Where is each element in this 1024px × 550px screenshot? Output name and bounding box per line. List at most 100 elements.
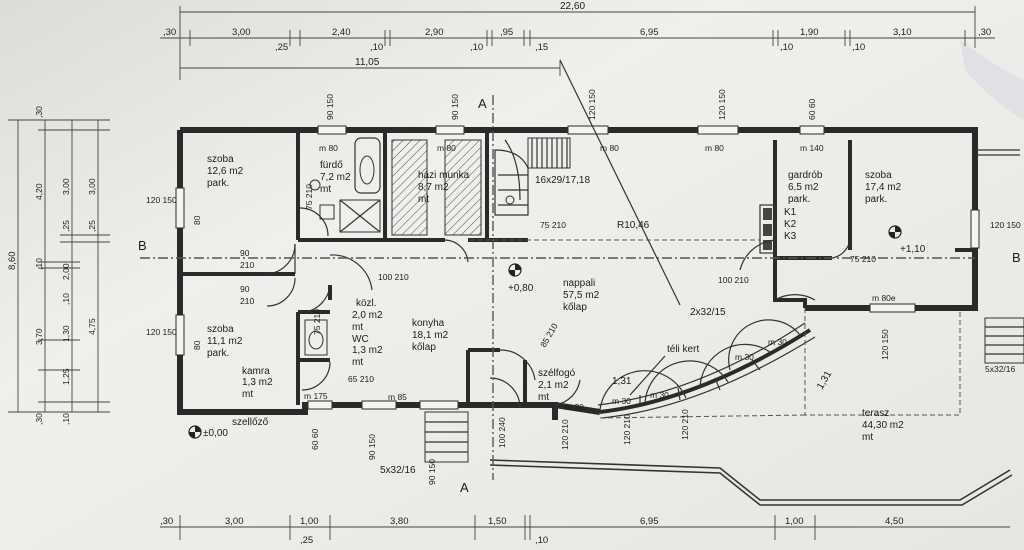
level-bedroom-value: +1,10 xyxy=(900,244,926,255)
room-floor: park. xyxy=(788,194,810,205)
dim-seg: ,25 xyxy=(275,42,288,53)
dim-seg: ,30 xyxy=(163,27,176,38)
room-area: 44,30 m2 xyxy=(862,420,904,431)
bathroom-fixtures xyxy=(309,137,381,233)
dim-seg: ,10 xyxy=(852,42,865,53)
room-name: terasz xyxy=(862,408,889,419)
label-k1: K1 xyxy=(784,207,797,218)
opening-label: 120 150 xyxy=(717,89,727,120)
opening-label: 90 xyxy=(240,284,250,294)
sink xyxy=(319,204,335,220)
dim-seg: 3,70 xyxy=(34,328,44,345)
dim-seg: ,30 xyxy=(160,516,173,527)
room-name: szoba xyxy=(207,324,234,335)
opening-label: 100 240 xyxy=(497,417,507,448)
window-label: m 30 xyxy=(612,396,631,406)
dim-seg: 3,80 xyxy=(390,516,409,527)
dim-left-total: 8,60 xyxy=(7,252,18,271)
window-label: m 80e xyxy=(872,293,896,303)
window-label: m 85 xyxy=(388,392,407,402)
opening-label: 100 210 xyxy=(378,272,409,282)
stair-entrance xyxy=(424,411,469,463)
label-szellozo: szellőző xyxy=(232,417,269,428)
chimney-block xyxy=(759,204,776,254)
dim-seg: ,15 xyxy=(535,42,548,53)
room-wc: WC 1,3 m2 mt xyxy=(352,334,383,368)
room-name: konyha xyxy=(412,318,445,329)
dim-seg: 1,00 xyxy=(785,516,804,527)
room-name: kamra xyxy=(242,366,270,377)
window-label: m 30 xyxy=(768,337,787,347)
label-stair-right: 5x32/16 xyxy=(985,364,1016,374)
dim-seg: ,10 xyxy=(780,42,793,53)
room-name: gardrób xyxy=(788,170,823,181)
opening-label: 75 210 xyxy=(540,220,566,230)
opening-label: 90 xyxy=(240,248,250,258)
dim-seg: ,30 xyxy=(34,106,44,118)
dim-seg: 3,00 xyxy=(87,178,97,195)
window-label: m 175 xyxy=(304,391,328,401)
dim-seg: ,10 xyxy=(61,413,71,425)
room-floor: mt xyxy=(242,389,253,400)
window-label: m 30 xyxy=(565,402,584,412)
dim-seg: ,10 xyxy=(34,258,44,270)
room-kamra: kamra 1,3 m2 mt xyxy=(242,366,273,400)
room-name: szélfogó xyxy=(538,368,576,379)
dim-seg: 1,50 xyxy=(488,516,507,527)
opening-label: 120 150 xyxy=(990,220,1021,230)
winter-garden xyxy=(597,319,816,419)
dim-seg: ,10 xyxy=(370,42,383,53)
opening-label: 90 150 xyxy=(450,94,460,120)
dim-seg: ,30 xyxy=(978,27,991,38)
room-area: 2,0 m2 xyxy=(352,310,383,321)
opening-label: 90 150 xyxy=(427,459,437,485)
label-teli-kert: téli kert xyxy=(667,344,699,355)
wc-fixture xyxy=(304,319,328,356)
room-name: házi munka xyxy=(418,170,470,181)
room-szelfogo: szélfogó 2,1 m2 mt xyxy=(538,368,576,403)
opening-label: 210 xyxy=(240,296,254,306)
dim-seg: ,10 xyxy=(470,42,483,53)
room-area: 7,2 m2 xyxy=(320,172,351,183)
label-arc-dim: 1,31 xyxy=(612,376,632,387)
dim-seg: ,25 xyxy=(61,220,71,232)
room-floor: kőlap xyxy=(563,302,587,313)
dim-seg: ,25 xyxy=(300,535,313,546)
level-markers xyxy=(188,225,902,439)
dim-seg: 2,40 xyxy=(332,27,351,38)
room-gardrob: gardrób 6,5 m2 park. xyxy=(788,170,823,205)
room-area: 11,1 m2 xyxy=(207,336,243,347)
stair-main xyxy=(494,137,571,216)
room-kozl: közl. 2,0 m2 mt xyxy=(352,298,383,333)
dim-seg: ,95 xyxy=(500,27,513,38)
window-label: m 80 xyxy=(705,143,724,153)
opening-labels: 90 150 90 150 120 150 120 150 60 60 120 … xyxy=(146,89,1021,485)
window-labels: m 80 m 80 m 80 m 80 m 140 m 80e m 85 m 1… xyxy=(304,143,896,412)
dim-seg: 1,90 xyxy=(800,27,819,38)
opening-label: 65 210 xyxy=(348,374,374,384)
window-label: m 80 xyxy=(319,143,338,153)
dim-sub: 11,05 xyxy=(355,57,380,68)
room-floor: mt xyxy=(538,392,549,403)
level-main-value: +0,80 xyxy=(508,283,534,294)
opening-label: 100 210 xyxy=(718,275,749,285)
room-floor: park. xyxy=(865,194,887,205)
opening-label: 80 xyxy=(192,340,202,350)
left-dimension-chain: 8,60 ,30 4,20 3,00 3,00 ,25 ,10 ,25 2,00… xyxy=(7,106,110,425)
dim-seg: 2,00 xyxy=(61,263,71,280)
room-hazi-munka: házi munka 8,7 m2 mt xyxy=(418,170,470,205)
dim-seg: 2,90 xyxy=(425,27,444,38)
section-lines xyxy=(140,59,975,480)
room-konyha: konyha 18,1 m2 kőlap xyxy=(412,318,449,353)
label-radius: R10,46 xyxy=(617,220,650,231)
toilet xyxy=(309,179,321,191)
room-area: 12,6 m2 xyxy=(207,166,244,177)
room-floor: park. xyxy=(207,348,229,359)
room-furdo: fürdő 7,2 m2 mt xyxy=(320,160,351,195)
room-nappali: nappali 57,5 m2 kőlap xyxy=(563,278,600,313)
dim-seg: ,10 xyxy=(61,293,71,305)
terrace-outline xyxy=(489,308,1013,506)
section-b-left: B xyxy=(138,238,147,253)
dim-seg: 4,50 xyxy=(885,516,904,527)
